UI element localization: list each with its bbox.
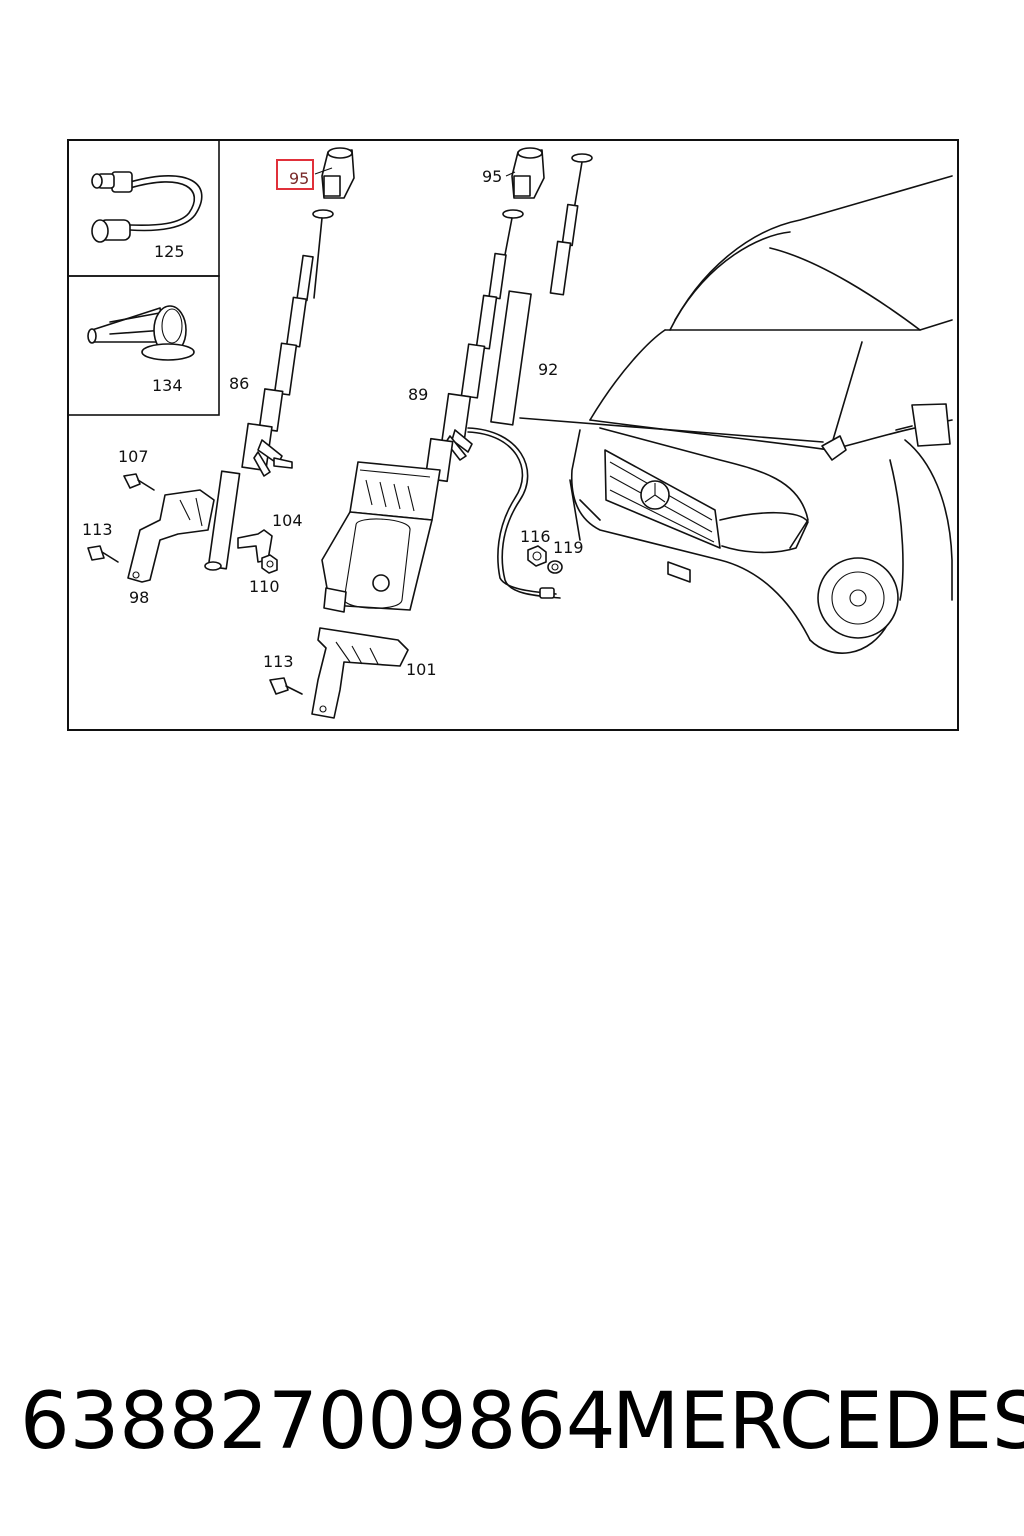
- leader-lines: [314, 167, 516, 177]
- cable-part-drawing: [91, 171, 203, 243]
- callout-86: 86: [229, 374, 249, 393]
- part-number: 638827009864: [20, 1377, 616, 1467]
- callout-95-highlighted: 95: [289, 169, 309, 188]
- callout-104: 104: [272, 511, 303, 530]
- callout-113-lower: 113: [263, 652, 294, 671]
- cap-95-left-drawing: [321, 147, 355, 199]
- callout-107: 107: [118, 447, 149, 466]
- diagram-frame: [67, 139, 959, 731]
- callout-95: 95: [482, 167, 502, 186]
- antenna-86-drawing: [204, 209, 334, 571]
- callout-134: 134: [152, 376, 183, 395]
- antenna-cable-drawing: [467, 427, 563, 599]
- bracket-101-drawing: [269, 627, 409, 719]
- callout-110: 110: [249, 577, 280, 596]
- inset-panel-grommet: [67, 275, 220, 416]
- callout-89: 89: [408, 385, 428, 404]
- callout-125: 125: [154, 242, 185, 261]
- highlight-box: [276, 159, 314, 190]
- callout-116: 116: [520, 527, 551, 546]
- brand-name: MERCEDES: [612, 1377, 1024, 1467]
- cap-95-right-drawing: [511, 147, 545, 199]
- callout-98: 98: [129, 588, 149, 607]
- antenna-89-motor-drawing: [321, 209, 524, 613]
- inset-panel-cable: [67, 139, 220, 277]
- bracket-98-drawing: [87, 473, 215, 583]
- callout-119: 119: [553, 538, 584, 557]
- grommet-part-drawing: [87, 305, 195, 361]
- van-front-drawing: [519, 175, 953, 654]
- clip-104-nut-110-drawing: [237, 529, 278, 574]
- antenna-92-drawing: [490, 153, 593, 426]
- callout-101: 101: [406, 660, 437, 679]
- callout-92: 92: [538, 360, 558, 379]
- callout-113: 113: [82, 520, 113, 539]
- parts-diagram: 125 134 95 95 92 86 89 107 104 113 110 9…: [67, 139, 959, 731]
